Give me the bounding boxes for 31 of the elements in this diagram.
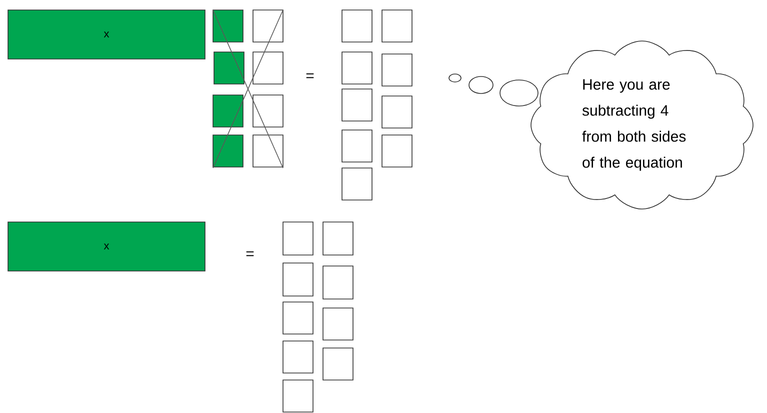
thought-cloud: Here you are subtracting 4 from both sides of the equation bbox=[530, 40, 754, 210]
unit-tile bbox=[282, 222, 314, 256]
unit-tile bbox=[252, 10, 284, 42]
variable-bar: x bbox=[8, 222, 206, 272]
unit-tile bbox=[322, 348, 354, 380]
equals-sign: = bbox=[246, 251, 254, 256]
unit-tile bbox=[342, 130, 372, 162]
unit-tile bbox=[382, 134, 412, 168]
unit-tile bbox=[382, 96, 412, 128]
unit-tile bbox=[322, 308, 354, 340]
unit-tile bbox=[342, 10, 372, 42]
unit-tile bbox=[322, 222, 354, 256]
unit-tile bbox=[282, 262, 314, 296]
unit-tile bbox=[212, 94, 244, 128]
unit-tile bbox=[214, 52, 244, 84]
unit-tile bbox=[342, 52, 372, 84]
unit-tile bbox=[322, 266, 354, 300]
unit-tile bbox=[342, 168, 372, 200]
unit-tile bbox=[252, 52, 284, 84]
unit-tile bbox=[212, 134, 244, 168]
unit-tile bbox=[282, 302, 314, 334]
unit-tile bbox=[212, 10, 244, 42]
unit-tile bbox=[282, 380, 314, 412]
unit-tile bbox=[382, 54, 412, 86]
unit-tile bbox=[382, 10, 412, 42]
unit-tile bbox=[282, 340, 314, 374]
unit-tile bbox=[252, 94, 284, 128]
variable-bar: x bbox=[8, 10, 206, 60]
unit-tile bbox=[342, 88, 372, 122]
equals-sign: = bbox=[306, 73, 314, 78]
unit-tile bbox=[252, 134, 284, 168]
